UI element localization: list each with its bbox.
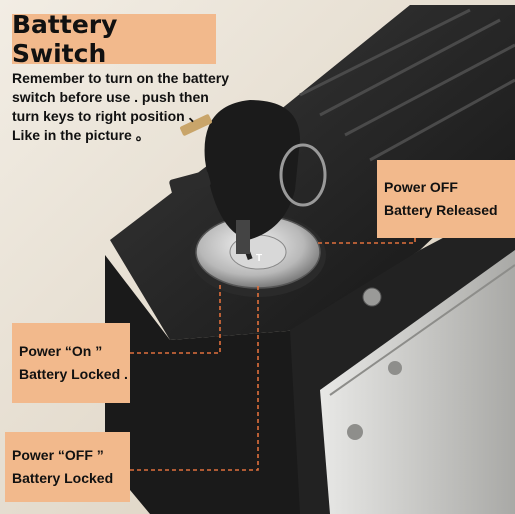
- label-line: Power “On ”: [19, 343, 103, 359]
- label-line: Battery Locked .: [19, 366, 128, 382]
- pointer-line-off-locked: [130, 285, 259, 471]
- battery-ribs: [299, 8, 515, 162]
- label-power-on-locked: Power “On ” Battery Locked .: [12, 323, 130, 403]
- instruction-line: Like in the picture 。: [12, 127, 150, 143]
- key: [169, 100, 327, 254]
- aluminium-rail: [320, 250, 515, 514]
- instruction-line: Remember to turn on the battery: [12, 70, 230, 86]
- label-power-off-released: Power OFF Battery Released: [377, 160, 515, 238]
- instruction-line: switch before use . push then: [12, 89, 209, 105]
- pointer-line-on-locked: [130, 282, 221, 354]
- pointer-line-off-released: [315, 238, 416, 244]
- title: Battery Switch: [12, 10, 118, 68]
- rail-screw: [347, 424, 363, 440]
- instruction-line: turn keys to right position 、: [12, 108, 203, 124]
- label-power-off-locked: Power “OFF ” Battery Locked: [5, 432, 130, 502]
- battery-front-face: [105, 255, 300, 514]
- pointer-lines: [130, 238, 416, 471]
- label-line: Battery Locked: [12, 470, 114, 486]
- label-line: Battery Released: [384, 202, 498, 218]
- lock-center-mark: T: [256, 253, 262, 264]
- rail-screw: [388, 361, 402, 375]
- title-banner: Battery Switch: [12, 10, 216, 68]
- label-line: Power “OFF ”: [12, 447, 104, 463]
- label-line: Power OFF: [384, 179, 458, 195]
- instruction-text: Remember to turn on the battery switch b…: [12, 69, 272, 145]
- rail-edge: [329, 264, 515, 396]
- mount-screw: [362, 287, 382, 307]
